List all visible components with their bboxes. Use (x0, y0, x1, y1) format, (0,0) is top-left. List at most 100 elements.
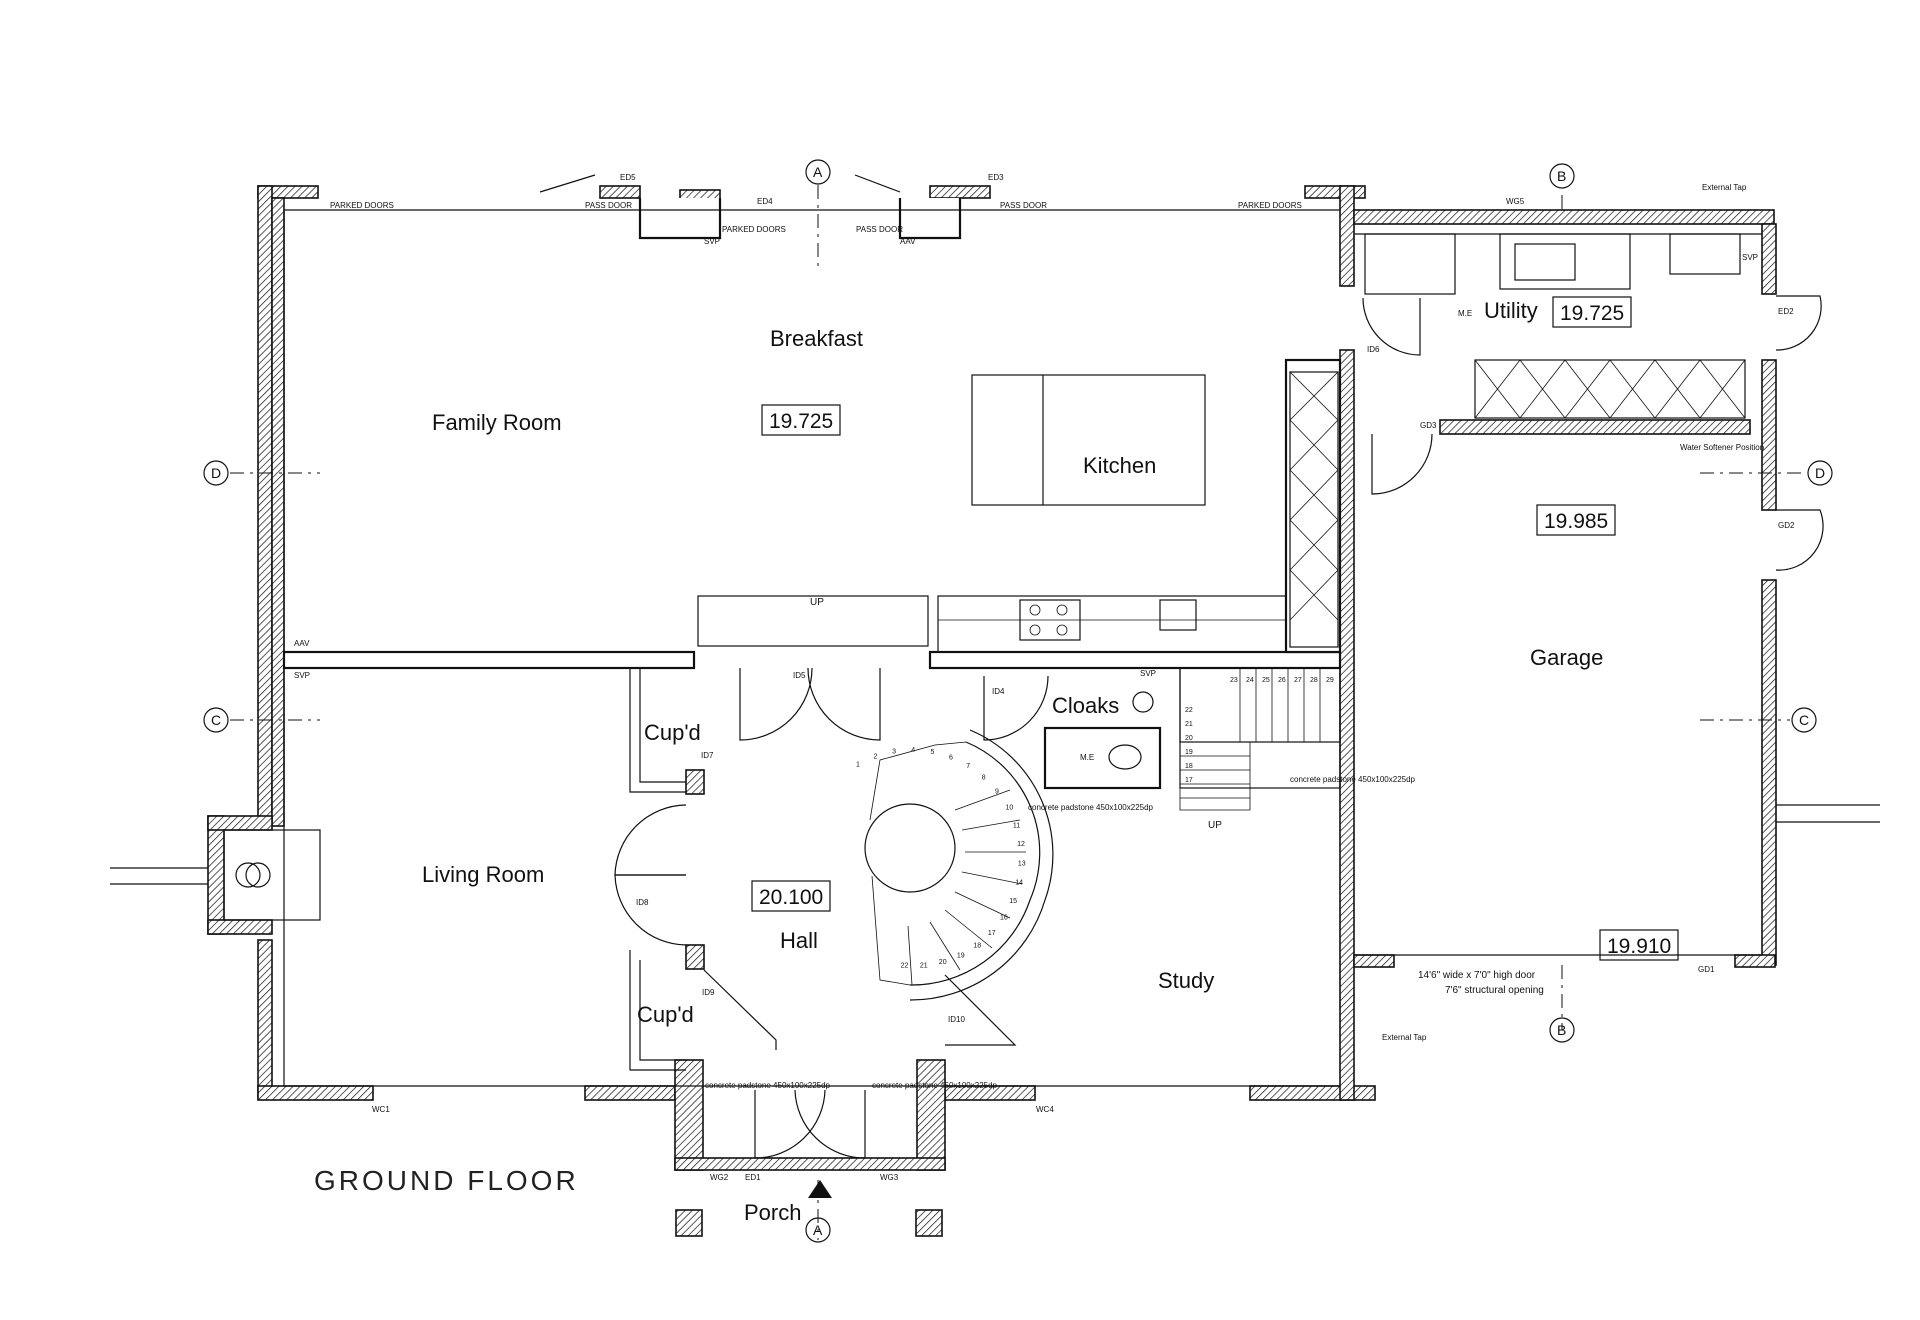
room-labels: Family Room Breakfast Kitchen Utility Ga… (422, 298, 1603, 1225)
note-aav-2: AAV (900, 237, 916, 246)
room-label-study: Study (1158, 968, 1214, 993)
grid-mark-b-top: B (1557, 168, 1566, 184)
spiral-step-number: 16 (1000, 915, 1008, 922)
spiral-step-number: 22 (901, 963, 909, 970)
spiral-step-number: 9 (995, 788, 999, 795)
note-pass-door-1: PASS DOOR (585, 201, 632, 210)
spiral-step-number: 8 (982, 774, 986, 781)
straight-stair (1179, 667, 1341, 811)
door-tag-wc3: WG3 (880, 1173, 899, 1182)
grid-mark-d-right: D (1815, 465, 1825, 481)
door-tag-ed5: ED5 (620, 173, 636, 182)
note-padstone-3: concrete padstone 450x100x225dp (705, 1081, 831, 1090)
grid-mark-c-left: C (211, 712, 221, 728)
spiral-stair (864, 729, 1054, 1001)
note-aav-1: AAV (294, 639, 310, 648)
note-svp-2: SVP (294, 671, 310, 680)
spiral-step-number: 7 (966, 763, 970, 770)
note-garage-door-2: 7'6" structural opening (1445, 985, 1544, 996)
note-me-2: M.E (1080, 753, 1094, 762)
spiral-step-number: 13 (1018, 860, 1026, 867)
spiral-step-number: 4 (911, 747, 915, 754)
note-up-1: UP (810, 597, 824, 608)
door-tag-wc5: WG5 (1506, 197, 1525, 206)
straight-step-number: 28 (1310, 677, 1318, 684)
door-tag-id8: ID8 (636, 898, 649, 907)
grid-mark-labels: A A B B D D C C (211, 164, 1825, 1238)
spiral-step-number: 19 (957, 952, 965, 959)
cloaks-fixtures (1108, 691, 1154, 770)
note-padstone-2: concrete padstone 450x100x225dp (1290, 775, 1416, 784)
fireplace (110, 829, 321, 921)
kitchen-fixtures (697, 371, 1339, 653)
level-utility: 19.725 (1560, 302, 1624, 325)
door-tag-ed4: ED4 (757, 197, 773, 206)
room-label-kitchen: Kitchen (1083, 453, 1156, 478)
spiral-step-number: 12 (1017, 841, 1025, 848)
door-tag-wc4: WC4 (1036, 1105, 1054, 1114)
door-tag-wc2: WG2 (710, 1173, 729, 1182)
spiral-step-number: 15 (1009, 898, 1017, 905)
spiral-step-number: 11 (1013, 822, 1020, 829)
note-up-2: UP (1208, 820, 1222, 831)
spiral-step-number: 14 (1015, 880, 1023, 887)
straight-step-number: 24 (1246, 677, 1254, 684)
garage-side-lines (1776, 804, 1880, 823)
room-label-cupd-lower: Cup'd (637, 1002, 694, 1027)
door-tag-ed2: ED2 (1778, 307, 1794, 316)
note-parked-doors-2: PARKED DOORS (722, 225, 786, 234)
grid-mark-c-right: C (1799, 712, 1809, 728)
note-pass-door-3: PASS DOOR (1000, 201, 1047, 210)
level-boxes: 19.725 19.725 19.985 20.100 19.910 (751, 296, 1679, 961)
door-tag-ed3: ED3 (988, 173, 1004, 182)
spiral-step-number: 18 (973, 942, 981, 949)
note-parked-doors-1: PARKED DOORS (330, 201, 394, 210)
room-label-cupd-upper: Cup'd (644, 720, 701, 745)
room-label-cloaks: Cloaks (1052, 693, 1119, 718)
room-label-utility: Utility (1484, 298, 1538, 323)
note-external-tap-bottom: External Tap (1382, 1033, 1427, 1042)
note-svp-4: SVP (1742, 253, 1758, 262)
door-tag-gd2: GD2 (1778, 521, 1795, 530)
note-garage-door-1: 14'6" wide x 7'0" high door (1418, 970, 1536, 981)
door-tag-id9: ID9 (702, 988, 715, 997)
door-swings (539, 174, 1824, 1159)
note-external-tap-top: External Tap (1702, 183, 1747, 192)
note-water-softener: Water Softener Position (1680, 443, 1764, 452)
note-svp-1: SVP (704, 237, 720, 246)
room-label-porch: Porch (744, 1200, 801, 1225)
level-garage-lower: 19.910 (1607, 935, 1671, 958)
door-tag-id6: ID6 (1367, 345, 1380, 354)
level-hall: 20.100 (759, 886, 823, 909)
straight-step-number: 18 (1185, 763, 1193, 770)
straight-step-number: 19 (1185, 749, 1193, 756)
spiral-step-number: 17 (988, 930, 996, 937)
door-tag-id10: ID10 (948, 1015, 965, 1024)
grid-mark-d-left: D (211, 465, 221, 481)
spiral-step-number: 2 (874, 753, 878, 760)
room-label-family-room: Family Room (432, 410, 562, 435)
straight-step-number: 21 (1185, 721, 1193, 728)
door-tag-id5: ID5 (793, 671, 806, 680)
note-pass-door-2: PASS DOOR (856, 225, 903, 234)
utility-units (1364, 233, 1746, 419)
spiral-step-number: 21 (920, 963, 928, 970)
note-parked-doors-3: PARKED DOORS (1238, 201, 1302, 210)
grid-mark-a-top: A (813, 164, 823, 180)
note-me-1: M.E (1458, 309, 1472, 318)
straight-step-number: 26 (1278, 677, 1286, 684)
spiral-step-number: 1 (856, 762, 860, 769)
straight-step-number: 22 (1185, 707, 1193, 714)
door-tags: ED1 ED2 ED3 ED4 ED5 ID4 ID5 ID6 ID7 ID8 … (372, 173, 1795, 1182)
room-label-living-room: Living Room (422, 862, 544, 887)
straight-step-number: 29 (1326, 677, 1334, 684)
door-tag-wc1: WC1 (372, 1105, 390, 1114)
spiral-step-number: 5 (931, 749, 935, 756)
door-tag-ed1: ED1 (745, 1173, 761, 1182)
grid-mark-b-bottom: B (1557, 1022, 1566, 1038)
room-label-breakfast: Breakfast (770, 326, 863, 351)
